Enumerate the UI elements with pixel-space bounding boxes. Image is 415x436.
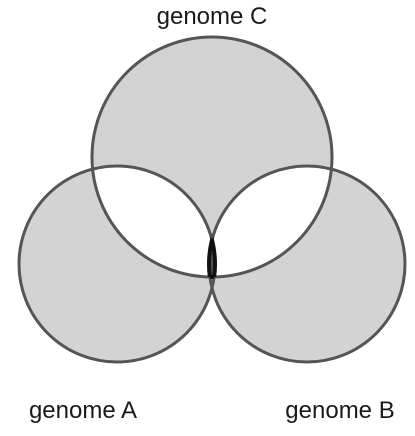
genome-c-label: genome C <box>157 3 268 30</box>
overlap-a-c-region <box>92 166 215 277</box>
overlap-b-c-region <box>209 166 332 277</box>
triple-outline-b-arc <box>207 166 215 277</box>
genome-b-label: genome B <box>285 397 394 424</box>
genome-a-label: genome A <box>29 397 137 424</box>
triple-outline-c-arc <box>209 166 215 279</box>
triple-outline-a-arc <box>209 166 217 277</box>
